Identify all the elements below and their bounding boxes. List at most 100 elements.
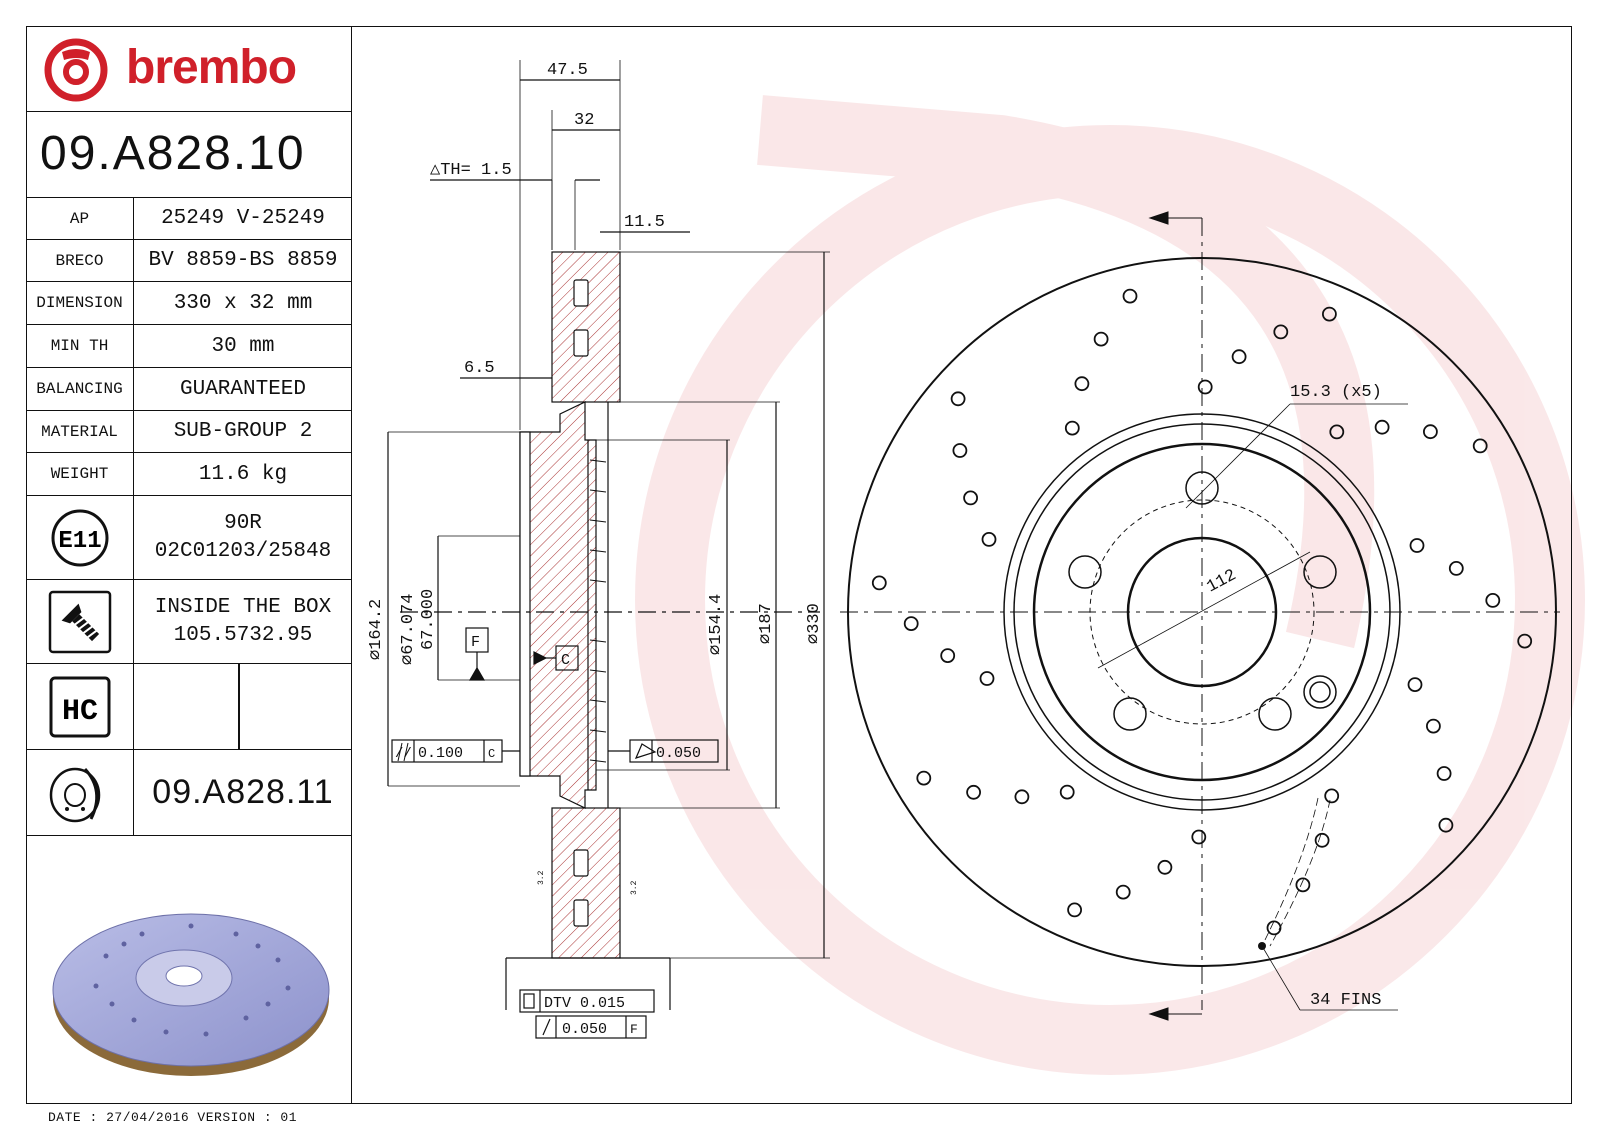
- drill-hole: [1423, 424, 1438, 440]
- spec-value: 11.6 kg: [198, 462, 288, 486]
- parallelism-symbol: //: [395, 746, 412, 762]
- e11-approval-icon: E11: [51, 509, 108, 566]
- hc-row: HC: [26, 664, 352, 750]
- drill-hole: [1407, 677, 1423, 692]
- screw-line2: 105.5732.95: [173, 623, 313, 647]
- drill-hole: [1436, 766, 1452, 781]
- hc-label: HC: [61, 695, 97, 729]
- spec-value: BV 8859-BS 8859: [148, 249, 338, 272]
- e11-cell: E11: [26, 496, 134, 579]
- drill-hole: [1064, 420, 1080, 436]
- drill-hole: [981, 532, 997, 547]
- hc-badge-icon: HC: [49, 676, 110, 737]
- drill-hole: [871, 575, 887, 591]
- drill-hole: [1329, 424, 1345, 440]
- drill-hole: [1438, 817, 1454, 833]
- drill-hole: [1191, 829, 1207, 845]
- spec-key: BALANCING: [26, 368, 134, 410]
- footer-date: DATE : 27/04/2016 VERSION : 01: [48, 1110, 298, 1125]
- spec-value: 25249 V-25249: [161, 207, 325, 230]
- drill-hole: [940, 648, 956, 663]
- dim-dia-164: ∅164.2: [367, 599, 386, 660]
- dim-th: △TH= 1.5: [430, 161, 512, 180]
- drill-hole: [1197, 379, 1213, 395]
- dim-dia-330: ∅330: [805, 603, 824, 644]
- drill-hole: [1448, 561, 1464, 576]
- drill-hole: [966, 784, 981, 800]
- dim-47-5: 47.5: [547, 61, 588, 80]
- screw-cell: [26, 580, 134, 663]
- drill-hole: [1273, 324, 1289, 340]
- drill-hole: [1374, 419, 1390, 435]
- spec-row: AP 25249 V-25249: [26, 198, 352, 240]
- spec-row: WEIGHT 11.6 kg: [26, 453, 352, 496]
- spec-key: BRECO: [26, 240, 134, 281]
- drill-hole: [963, 490, 978, 506]
- spec-row: BALANCING GUARANTEED: [26, 368, 352, 411]
- pcd-dim: 112: [1204, 566, 1240, 597]
- drawing-frame: [26, 26, 1572, 1104]
- flatness-value: 0.050: [656, 745, 701, 762]
- screw-line1: INSIDE THE BOX: [154, 595, 332, 619]
- spec-key: DIMENSION: [26, 282, 134, 324]
- info-panel: brembo 09.A828.10 AP 25249 V-25249 BRECO…: [26, 26, 352, 1104]
- spec-row: MATERIAL SUB-GROUP 2: [26, 411, 352, 453]
- spec-key: MIN TH: [26, 325, 134, 367]
- drill-hole: [1295, 877, 1311, 893]
- dim-dia-67-max: ∅67.074: [399, 594, 418, 665]
- part-number-box: 09.A828.10: [26, 112, 352, 198]
- homologation-text: 90R 02C01203/25848: [134, 496, 352, 579]
- homologation-line2: 02C01203/25848: [154, 539, 332, 563]
- disc-sensor-cell: [26, 750, 134, 835]
- drill-hole: [1324, 788, 1340, 804]
- spec-row: DIMENSION 330 x 32 mm: [26, 282, 352, 325]
- spec-value: GUARANTEED: [179, 377, 307, 401]
- dim-32: 32: [574, 111, 594, 130]
- e11-mark: E11: [58, 528, 101, 555]
- spec-value: SUB-GROUP 2: [173, 420, 313, 443]
- spec-value: 30 mm: [211, 334, 275, 358]
- disc-sensor-icon: [49, 767, 100, 822]
- drill-hole: [1517, 633, 1533, 649]
- drill-hole: [916, 770, 932, 786]
- drill-hole: [1426, 718, 1441, 734]
- roughness-right: 3.2: [630, 880, 639, 895]
- drill-hole: [1122, 288, 1138, 304]
- alt-part-row: 09.A828.11: [26, 750, 352, 836]
- drill-hole: [1409, 538, 1425, 553]
- brembo-logo-icon: [44, 38, 108, 102]
- spec-value: 330 x 32 mm: [173, 291, 313, 315]
- drill-hole: [1067, 902, 1082, 918]
- spec-row: BRECO BV 8859-BS 8859: [26, 240, 352, 282]
- front-view-drawing: 15.3 (x5) 112 34 FINS: [840, 211, 1560, 1021]
- dim-dia-67-min: 67.000: [419, 589, 438, 650]
- spec-row: MIN TH 30 mm: [26, 325, 352, 368]
- screw-icon: [48, 590, 111, 653]
- dtv-value: DTV 0.015: [544, 995, 625, 1012]
- spec-key: MATERIAL: [26, 411, 134, 452]
- hc-cell: HC: [26, 664, 134, 749]
- parallelism-ref: C: [488, 747, 495, 761]
- parallelism-value: 0.100: [418, 745, 463, 762]
- screw-row: INSIDE THE BOX 105.5732.95: [26, 580, 352, 664]
- drill-hole: [1322, 306, 1337, 322]
- datum-c: C: [561, 652, 570, 669]
- dim-11-5: 11.5: [624, 213, 665, 232]
- bolt-hole-dim: 15.3 (x5): [1290, 383, 1382, 402]
- dim-dia-154: ∅154.4: [707, 594, 726, 655]
- drill-hole: [1074, 376, 1090, 392]
- drill-hole: [1157, 859, 1173, 875]
- drill-hole: [1472, 438, 1488, 454]
- drill-hole: [979, 671, 995, 686]
- part-number: 09.A828.10: [40, 127, 306, 180]
- datum-f: F: [471, 634, 480, 651]
- drill-hole: [1059, 784, 1075, 800]
- screw-text: INSIDE THE BOX 105.5732.95: [134, 580, 352, 663]
- runout-ref: F: [630, 1022, 638, 1037]
- brand-name: brembo: [126, 41, 297, 94]
- dim-dia-187: ∅187: [757, 603, 776, 644]
- drill-hole: [1314, 832, 1330, 848]
- drill-hole: [903, 616, 919, 631]
- drill-hole: [1093, 331, 1109, 347]
